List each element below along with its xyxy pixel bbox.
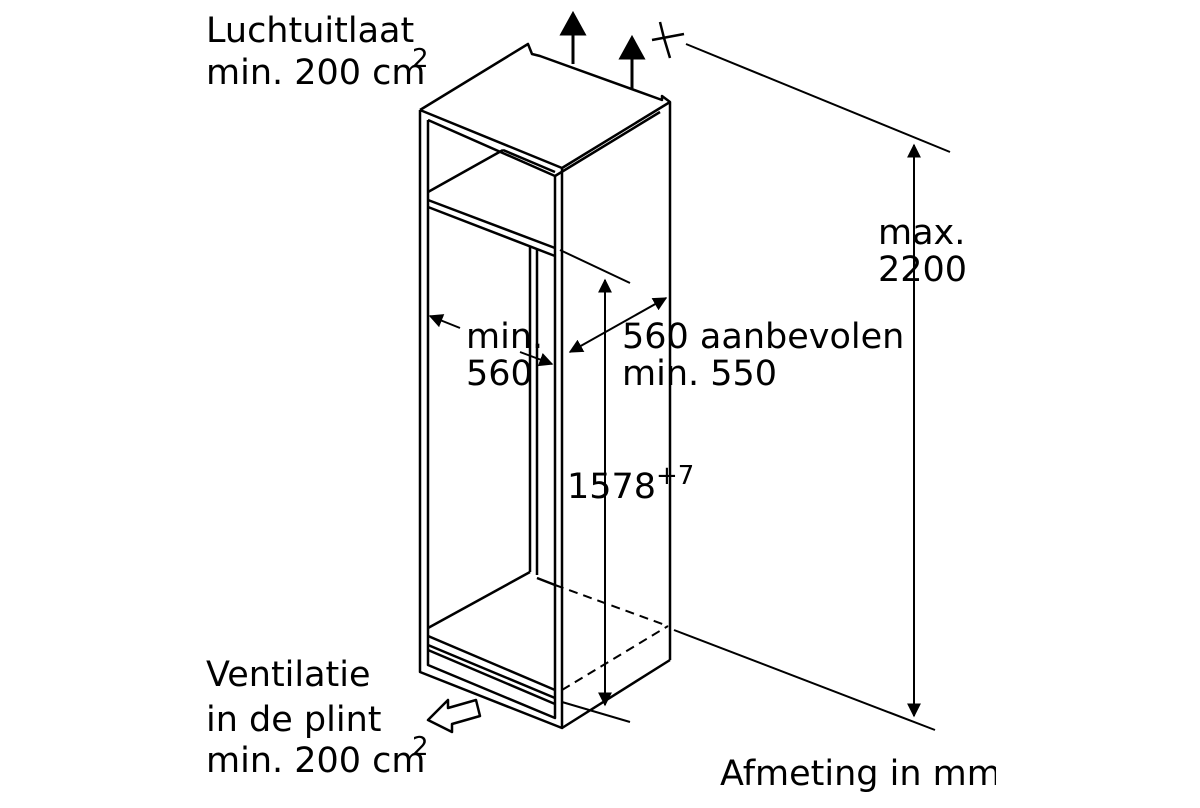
niche-depth-line1: 560 aanbevolen: [622, 317, 905, 357]
niche-width-line2: 560: [466, 354, 533, 394]
air-outlet-title: Luchtuitlaat: [206, 11, 415, 51]
max-height-line1: max.: [878, 213, 966, 253]
niche-depth-line2: min. 550: [622, 354, 778, 394]
dimension-unit-note: Afmeting in mm: [720, 757, 996, 792]
cabinet-outline: [418, 42, 672, 730]
air-outlet-arrows: [559, 10, 646, 90]
niche-height-tolerance: +7: [656, 461, 695, 491]
niche-height-value: 1578: [567, 467, 657, 507]
ceiling-mark-icon: [651, 21, 685, 59]
dimension-lines: [428, 43, 951, 731]
ventilation-unit-exponent: 2: [412, 732, 429, 762]
air-outlet-area: min. 200 cm: [206, 53, 426, 93]
ventilation-area: min. 200 cm: [206, 741, 426, 781]
max-height-line2: 2200: [878, 250, 968, 290]
niche-width-line1: min.: [466, 317, 544, 357]
ventilation-line2: in de plint: [206, 700, 382, 740]
air-outlet-unit-exponent: 2: [412, 44, 429, 74]
ventilation-line1: Ventilatie: [206, 655, 371, 695]
hidden-edges: [554, 584, 669, 691]
ventilation-arrow-icon: [426, 698, 482, 734]
